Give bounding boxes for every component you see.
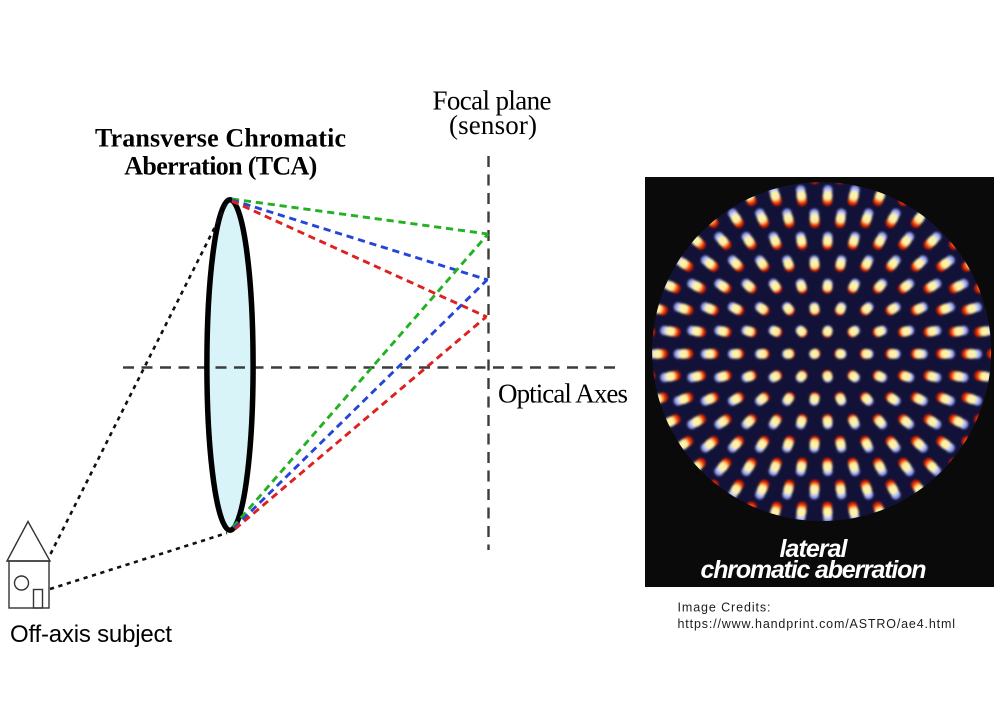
svg-text:Focal plane: Focal plane bbox=[433, 86, 552, 116]
svg-text:Image Credits:: Image Credits: bbox=[678, 601, 771, 615]
svg-text:chromatic aberration: chromatic aberration bbox=[701, 556, 927, 584]
svg-text:Aberration (TCA): Aberration (TCA) bbox=[124, 152, 317, 181]
svg-text:Off-axis subject: Off-axis subject bbox=[10, 621, 172, 648]
svg-text:Transverse Chromatic: Transverse Chromatic bbox=[95, 124, 346, 153]
svg-text:(sensor): (sensor) bbox=[449, 110, 537, 140]
svg-text:https://www.handprint.com/ASTR: https://www.handprint.com/ASTRO/ae4.html bbox=[678, 617, 956, 631]
svg-text:lateral: lateral bbox=[780, 535, 849, 563]
svg-text:Optical Axes: Optical Axes bbox=[498, 379, 628, 409]
